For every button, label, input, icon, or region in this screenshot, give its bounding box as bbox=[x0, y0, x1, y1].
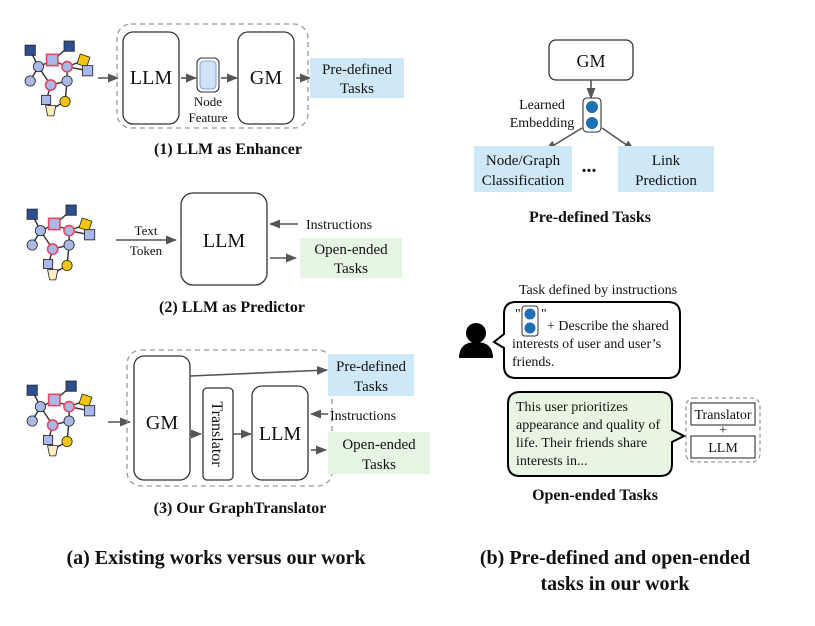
ours-predefined-tasks bbox=[328, 354, 414, 396]
answer-line3: life. Their friends share bbox=[516, 436, 647, 451]
text-token-line2: Token bbox=[130, 243, 163, 258]
instruction-line3: friends. bbox=[512, 355, 554, 370]
ours-openended-tasks bbox=[328, 432, 430, 474]
answer-line1: This user prioritizes bbox=[516, 400, 628, 415]
enhancer-caption: (1) LLM as Enhancer bbox=[154, 141, 302, 158]
node-graph-line1: Node/Graph bbox=[486, 153, 561, 169]
enhancer-diagram: LLM Node Feature GM Pre-defined Tasks (1… bbox=[24, 23, 404, 158]
ours-openended-line1: Open-ended bbox=[342, 437, 416, 453]
b-plus: + bbox=[719, 423, 727, 438]
b-gm-label: GM bbox=[576, 51, 605, 71]
answer-line4: interests in... bbox=[516, 454, 588, 469]
predictor-instructions: Instructions bbox=[306, 218, 372, 233]
ours-dashed-frame bbox=[126, 349, 333, 487]
enhancer-llm-label: LLM bbox=[130, 67, 172, 89]
predictor-openended-tasks bbox=[300, 238, 402, 278]
instruction-quote-close: " bbox=[541, 307, 547, 322]
predictor-openended-line1: Open-ended bbox=[314, 242, 388, 258]
predictor-llm-label: LLM bbox=[203, 230, 245, 252]
ours-caption: (3) Our GraphTranslator bbox=[154, 500, 327, 517]
translator-llm-frame bbox=[685, 397, 761, 463]
instruction-line1: + Describe the shared bbox=[547, 319, 669, 334]
link-prediction bbox=[618, 146, 714, 192]
enhancer-llm-box bbox=[122, 31, 180, 125]
openended-tasks-diagram: Task defined by instructions " " + Descr… bbox=[459, 283, 761, 504]
predictor-diagram: Text Token LLM Instructions Open-ended T… bbox=[26, 192, 402, 316]
panel-b-subtitle-line2: tasks in our work bbox=[540, 573, 690, 595]
link-line2: Prediction bbox=[635, 173, 697, 189]
enhancer-gm-box bbox=[237, 31, 295, 125]
openended-caption: Open-ended Tasks bbox=[532, 487, 658, 504]
node-graph-line2: Classification bbox=[482, 173, 565, 189]
instruction-line2: interests of user and user’s bbox=[512, 337, 661, 352]
graph-icon bbox=[26, 380, 96, 457]
predefined-caption: Pre-defined Tasks bbox=[529, 209, 651, 226]
enhancer-gm-label: GM bbox=[250, 67, 282, 89]
ours-translator-label: Translator bbox=[208, 401, 225, 467]
learned-line2: Embedding bbox=[510, 116, 575, 131]
text-token-line1: Text bbox=[135, 223, 158, 238]
b-translator-label: Translator bbox=[694, 408, 751, 423]
node-feature-line1: Node bbox=[194, 94, 222, 109]
b-translator-box bbox=[690, 402, 756, 426]
answer-line2: appearance and quality of bbox=[516, 418, 661, 433]
ours-gm-label: GM bbox=[146, 412, 178, 434]
ours-instructions: Instructions bbox=[330, 409, 396, 424]
answer-bubble bbox=[507, 391, 687, 477]
b-llm-label: LLM bbox=[708, 441, 738, 456]
predictor-caption: (2) LLM as Predictor bbox=[159, 299, 305, 316]
ours-gm-box bbox=[133, 355, 191, 481]
ours-openended-line2: Tasks bbox=[362, 457, 396, 473]
ours-predefined-line1: Pre-defined bbox=[336, 359, 406, 375]
enhancer-predefined-line1: Pre-defined bbox=[322, 62, 392, 78]
node-graph-classification bbox=[474, 146, 572, 192]
panel-b-subtitle-line1: (b) Pre-defined and open-ended bbox=[480, 547, 750, 569]
b-llm-box bbox=[690, 435, 756, 459]
enhancer-dashed-frame bbox=[116, 23, 309, 129]
predictor-openended-line2: Tasks bbox=[334, 261, 368, 277]
graph-icon bbox=[24, 40, 94, 117]
panel-a-subtitle: (a) Existing works versus our work bbox=[66, 547, 366, 569]
instruction-bubble bbox=[492, 301, 681, 379]
ours-llm-box bbox=[251, 385, 309, 481]
predictor-llm-box bbox=[180, 192, 268, 286]
user-icon bbox=[459, 323, 493, 358]
node-feature-line2: Feature bbox=[189, 110, 228, 125]
graph-icon bbox=[26, 204, 96, 281]
predefined-tasks-diagram: GM Learned Embedding Node/Graph Classifi… bbox=[474, 39, 714, 226]
learned-line1: Learned bbox=[519, 98, 565, 113]
enhancer-predefined-tasks bbox=[310, 58, 404, 98]
ours-predefined-line2: Tasks bbox=[354, 379, 388, 395]
ours-llm-label: LLM bbox=[259, 423, 301, 445]
instruction-quote-open: " bbox=[515, 307, 521, 322]
link-line1: Link bbox=[652, 153, 681, 169]
task-defined-label: Task defined by instructions bbox=[519, 283, 677, 298]
enhancer-predefined-line2: Tasks bbox=[340, 81, 374, 97]
ellipsis: ... bbox=[582, 155, 597, 177]
graphtranslator-diagram: GM Translator LLM Pre-defined Tasks Inst… bbox=[26, 349, 430, 517]
